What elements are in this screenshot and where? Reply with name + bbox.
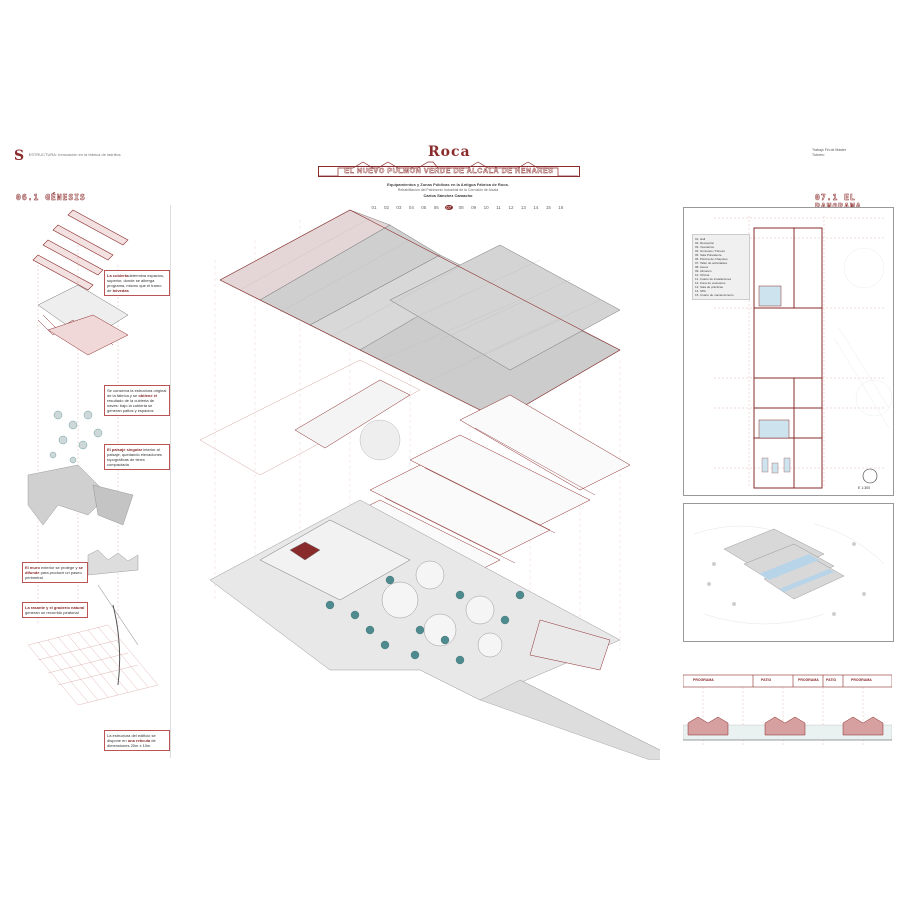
roca-logo: Roca [428, 144, 471, 160]
info-line-1: Trabajo Fin de Máster [812, 148, 847, 152]
callout-6-text2: de dimensiones 20m x 10m [107, 738, 156, 748]
genesis-callout-5: La rasante y el graderío natural generan… [22, 602, 88, 618]
callout-2-text: Se conserva la estructura original de la… [107, 388, 167, 398]
section-letter: S [14, 148, 25, 164]
section-label-patio-2: PATIO [826, 678, 837, 682]
main-title: EL NUEVO PULMÓN VERDE DE ALCALÁ DE HENAR… [318, 166, 580, 177]
info-line-2: Tutores: [812, 152, 825, 157]
page-link-05[interactable]: 05 [421, 205, 427, 210]
plan-scale: E 1:300 [858, 486, 871, 490]
header-block: Roca EL NUEVO PULMÓN VERDE DE ALCALÁ DE … [318, 140, 580, 200]
page-link-06[interactable]: 06 [433, 205, 439, 210]
callout-6-bold2: una retícula [127, 738, 151, 743]
structure-diagram [37, 284, 129, 356]
page-link-11[interactable]: 11 [496, 205, 501, 210]
page-link-01[interactable]: 01 [371, 205, 377, 210]
callout-1-text: determina espacios, superior, donde se a… [107, 273, 165, 293]
legend-item: 12. Zona de vestuarios [695, 281, 726, 285]
legend-item: 05. Sala Polivalente [695, 253, 722, 257]
section-label-patio-1: PATIO [761, 678, 772, 682]
page-link-04[interactable]: 04 [408, 205, 414, 210]
legend-item: 03. Vestuarios [695, 245, 715, 249]
legend-item: 04. Gimnasio / Fitness [695, 249, 725, 253]
legend-item: 15. Cuarto de mantenimiento [695, 293, 734, 297]
genesis-callout-6: La estructura del edificio se dispone en… [104, 730, 170, 751]
tree-diagram [49, 410, 103, 464]
page-link-16[interactable]: 16 [558, 205, 564, 210]
genesis-callout-4: El muro exterior se protege y se difunde… [22, 562, 88, 583]
genesis-callout-3: El paisaje singular interior al paisaje,… [104, 444, 170, 470]
section-label-programa-1: PROGRAMA [693, 678, 714, 682]
page-link-02[interactable]: 02 [383, 205, 389, 210]
legend-item: 08. Aseos [695, 265, 709, 269]
legend-item: 14. SPA [695, 289, 706, 293]
roof-level [219, 209, 621, 421]
callout-4-text2: para producir un paseo perimetral [25, 570, 82, 580]
callout-5-bold: La rasante y el graderío natural [25, 605, 85, 610]
legend-item: 11. Cuarto de instalaciones [695, 277, 732, 281]
callout-2-bold2: obtiene el [138, 393, 158, 398]
legend-item: 09. Almacén [695, 269, 712, 273]
page-link-08[interactable]: 08 [458, 205, 464, 210]
left-section-title: 06.1 GÉNESIS [16, 193, 86, 203]
page-link-13[interactable]: 13 [520, 205, 526, 210]
floor-plan-panel: 01. Hall 02. Recepción 03. Vestuarios 04… [683, 207, 894, 496]
section-caption: ESTRUCTURA: Innovación en la fábrica de … [28, 152, 121, 157]
genesis-callout-2: Se conserva la estructura original de la… [104, 385, 170, 416]
project-info: Trabajo Fin de Máster Tutores: [812, 148, 892, 157]
callout-4-bold2: se difunde [25, 565, 84, 575]
wall-diagram [87, 549, 139, 686]
legend-item: 13. Sala de prácticas [695, 285, 724, 289]
callout-1-bold2: bóvedas [112, 288, 129, 293]
page-link-15[interactable]: 15 [545, 205, 551, 210]
ground-level [209, 499, 660, 760]
callout-1-bold: La cubierta [107, 273, 129, 278]
page-link-03[interactable]: 03 [396, 205, 402, 210]
callout-6-text: La estructura del edificio se dispone en [107, 733, 156, 743]
legend-item: 10. Oficina [695, 273, 710, 277]
page-link-09[interactable]: 09 [471, 205, 477, 210]
subtitle: Equipamientos y Zonas Públicas en la Ant… [387, 182, 509, 187]
author-name: Carlos Sánchez Camacho [423, 193, 473, 198]
legend-item: 01. Hall [695, 237, 706, 241]
page-link-10[interactable]: 10 [483, 205, 489, 210]
aerial-view-drawing [693, 523, 885, 625]
legend-item: 07. Taller de actividades [695, 261, 728, 265]
section-marker: S ESTRUCTURA: Innovación en la fábrica d… [14, 147, 121, 165]
left-column-divider [170, 205, 171, 758]
section-panel: PROGRAMA PATIO PROGRAMA PATIO PROGRAMA [682, 665, 893, 755]
section-label-programa-2: PROGRAMA [798, 678, 819, 682]
callout-5-text: generan un recorrido peatonal [25, 610, 79, 615]
subtitle-secondary: Rehabilitación del Patrimonio Industrial… [397, 188, 499, 192]
genesis-callout-1: La cubiertadetermina espacios, superior,… [104, 270, 170, 296]
page-link-07-active[interactable]: 07 [444, 205, 453, 210]
page-link-14[interactable]: 14 [533, 205, 539, 210]
legend-item: 06. Piscina de Chapoteo [695, 257, 728, 261]
page-link-12[interactable]: 12 [508, 205, 514, 210]
grid-diagram [27, 624, 159, 706]
section-drawing [682, 674, 893, 745]
callout-4-text: exterior se protege y [39, 565, 79, 570]
callout-3-text: interior al paisaje, quedando elevacione… [107, 447, 162, 467]
aerial-view-panel [683, 503, 894, 642]
callout-3-bold: El paisaje singular [107, 447, 143, 452]
callout-2-text2: resultado de la cubierta de naves: bajo … [107, 398, 155, 413]
section-label-programa-3: PROGRAMA [851, 678, 872, 682]
exploded-axonometric [199, 209, 660, 760]
plan-legend: 01. Hall 02. Recepción 03. Vestuarios 04… [692, 234, 750, 300]
plan-footprint [27, 464, 134, 526]
page-navigation: 01 02 03 04 05 06 07 08 09 10 11 12 13 1… [370, 196, 563, 214]
callout-4-bold: El muro [25, 565, 40, 570]
genesis-diagrams [27, 209, 159, 706]
right-section-title: 07.1 EL PANORAMA [815, 193, 861, 212]
factory-skyline-graphic [318, 161, 578, 177]
legend-item: 02. Recepción [695, 241, 715, 245]
